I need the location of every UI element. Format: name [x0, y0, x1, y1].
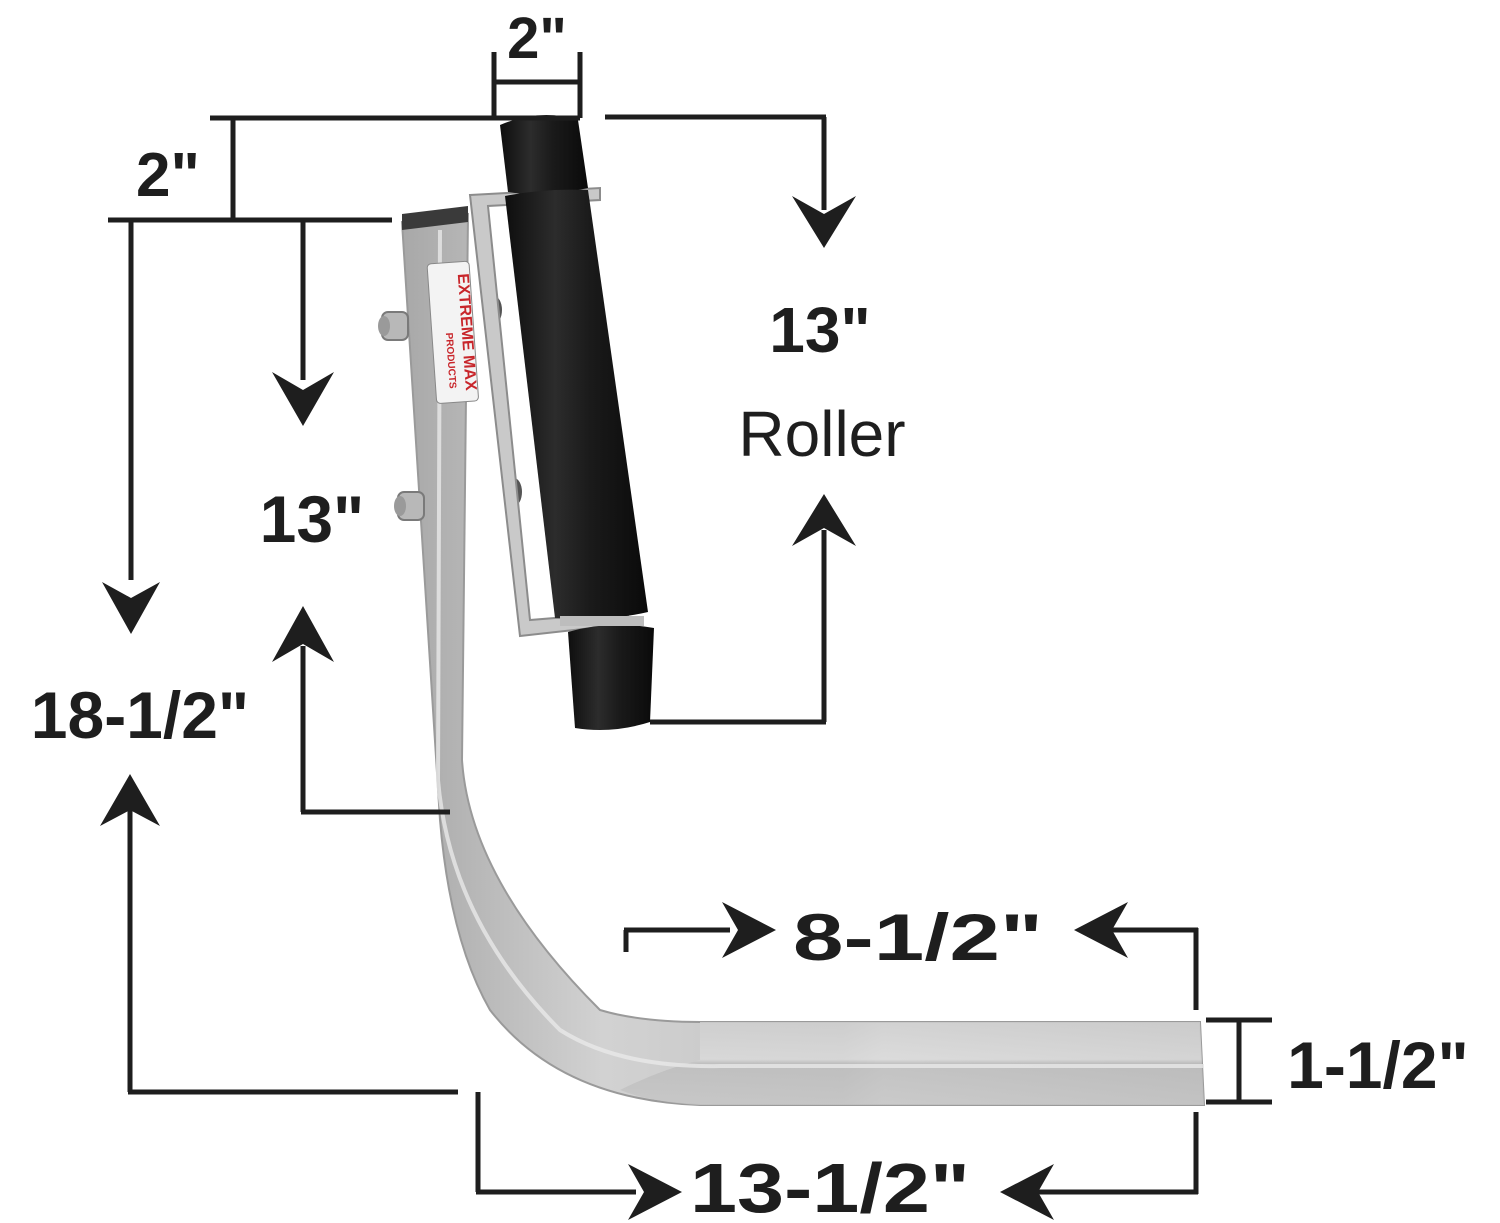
bracket-foot-highlight [620, 1022, 1204, 1105]
dim-tube-size-label: 1-1/2" [1287, 1028, 1469, 1102]
roller-body [505, 189, 648, 620]
roller-top-cap [500, 115, 588, 195]
dim-roller-length: 13" Roller [650, 117, 906, 725]
dim-upright-length-label: 13" [260, 482, 365, 556]
dim-roller-width-label: 2" [507, 6, 567, 71]
bolt-bottom [394, 491, 425, 521]
brand-label: EXTREME MAX PRODUCTS [426, 260, 479, 404]
bracket-groove [435, 229, 1204, 1069]
dim-offset-label: 2" [136, 141, 200, 210]
roller-strap [468, 186, 629, 638]
aluminum-bracket [400, 206, 1206, 1106]
dim-upright-length: 13" [260, 220, 450, 815]
dim-roller-length-sublabel: Roller [738, 398, 905, 470]
roller [500, 115, 654, 730]
dim-overall-height: 18-1/2" [31, 220, 458, 1095]
bolt-top [378, 311, 409, 341]
dim-roller-width: 2" [491, 6, 583, 118]
dim-overall-width-label: 13-1/2" [690, 1149, 970, 1223]
dim-foot-length: 8-1/2" [623, 900, 1199, 1010]
dim-overall-height-label: 18-1/2" [31, 678, 249, 752]
roller-bottom-cap [568, 624, 654, 730]
dim-tube-size: 1-1/2" [1206, 1017, 1469, 1105]
dim-overall-width: 13-1/2" [475, 1092, 1199, 1223]
roller-spacer [560, 616, 644, 626]
bracket-top-cap [402, 206, 468, 230]
dim-roller-length-label: 13" [769, 294, 871, 366]
dim-offset: 2" [108, 118, 392, 223]
brand-label-sub: PRODUCTS [443, 332, 458, 389]
dim-foot-length-label: 8-1/2" [793, 900, 1043, 974]
